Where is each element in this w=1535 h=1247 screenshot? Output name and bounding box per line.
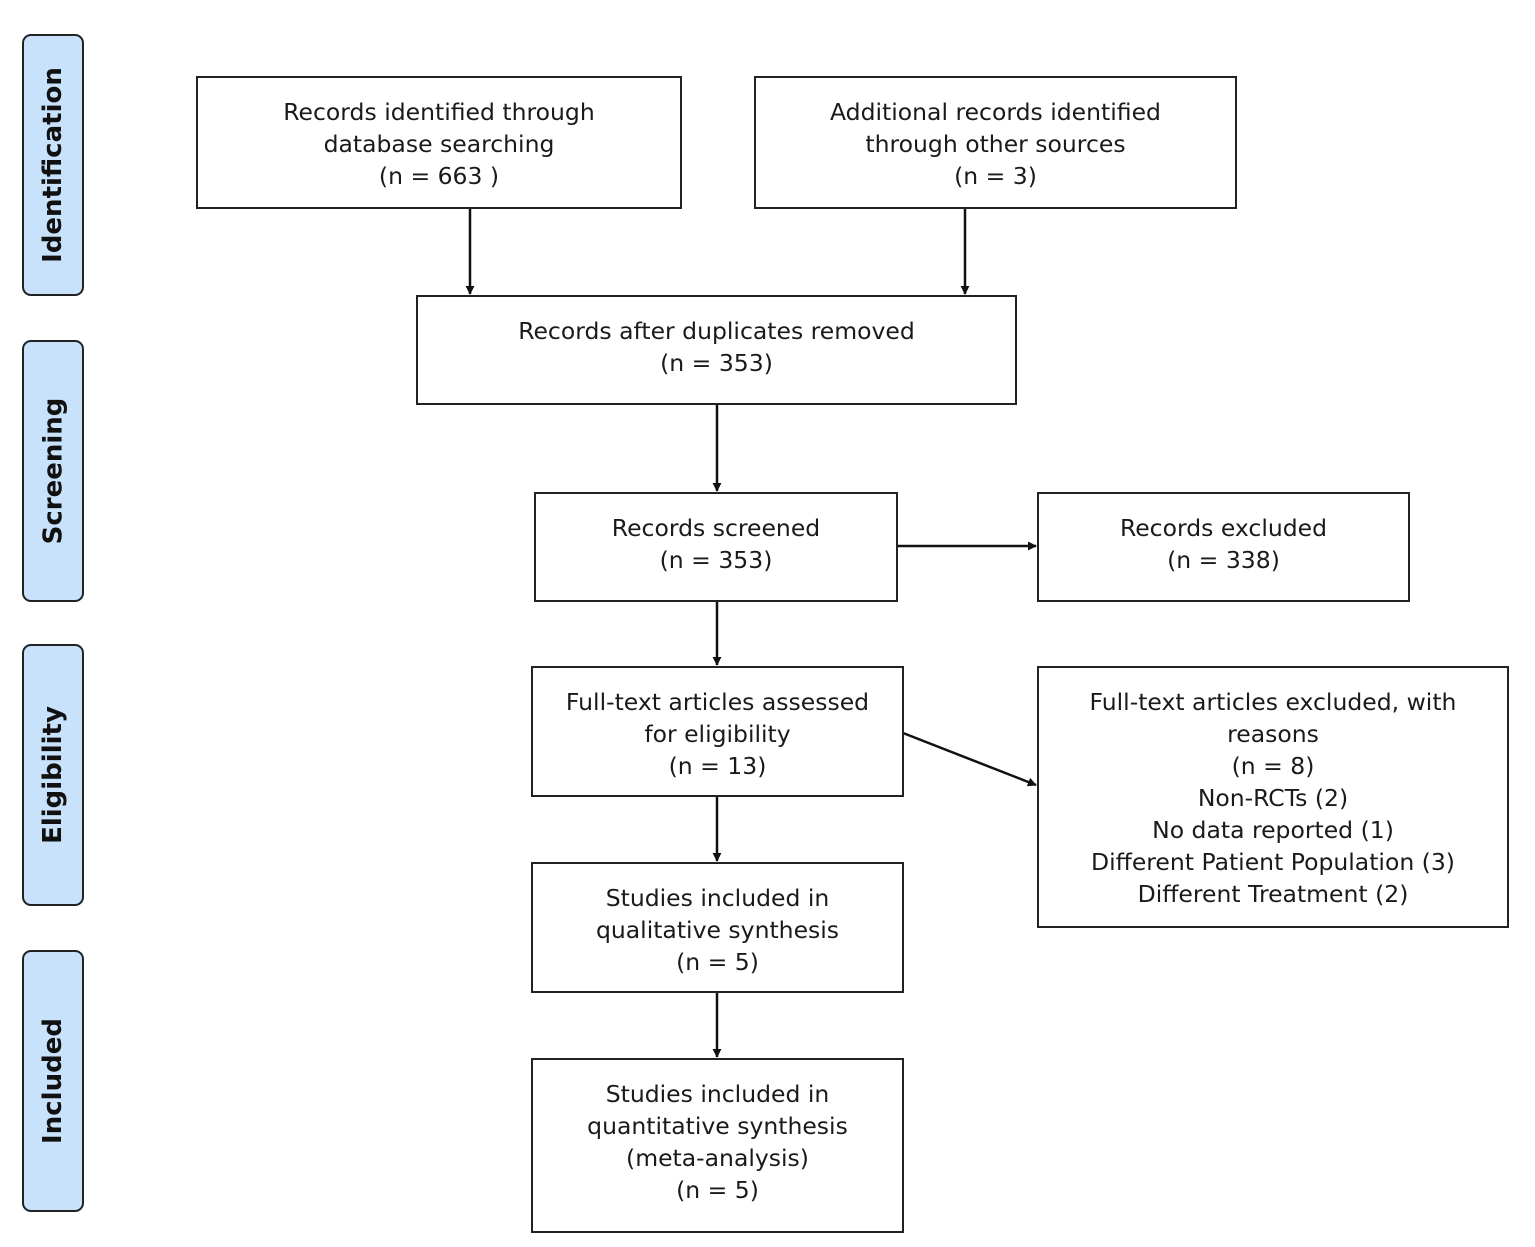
box-line: (n = 338) [1167,546,1280,574]
box-line: Records excluded [1119,514,1328,542]
stage-included: Included [22,950,84,1212]
box-records-screened: Records screened (n = 353) [534,492,898,602]
box-line: Studies included in [605,1080,830,1108]
box-line: Records after duplicates removed [518,317,915,345]
arrow-fulltext-to-excluded [902,731,1037,787]
box-line: quantitative synthesis [587,1112,848,1140]
box-duplicates-removed: Records after duplicates removed (n = 353… [416,295,1017,405]
box-line: qualitative synthesis [595,916,840,944]
box-fulltext-excluded: Full-text articles excluded, with reasons… [1037,666,1509,928]
box-line: (n = 353) [659,546,773,574]
box-line: Different Treatment (2) [1137,880,1409,908]
box-line: through other sources [865,130,1126,158]
box-line: Different Patient Population (3) [1091,848,1455,876]
box-line: (meta-analysis) [626,1144,809,1172]
box-line: (n = 3) [954,162,1037,190]
box-line: database searching [323,130,555,158]
box-line: reasons [1227,720,1319,748]
stage-eligibility: Eligibility [22,644,84,906]
box-database-search: Records identified through database searc… [196,76,682,209]
box-records-excluded: Records excluded (n = 338) [1037,492,1410,602]
box-quantitative-synthesis: Studies included in quantitative synthesi… [531,1058,904,1233]
box-line: Studies included in [605,884,830,912]
box-line: No data reported (1) [1152,816,1394,844]
box-line: Full-text articles assessed [565,688,870,716]
box-line: for eligibility [644,720,791,748]
box-line: (n = 663 ) [378,162,500,190]
stage-identification: Identification [22,34,84,296]
box-line: Non-RCTs (2) [1197,784,1349,812]
box-line: Records identified through [283,98,595,126]
stage-screening: Screening [22,340,84,602]
box-line: Additional records identified [830,98,1161,126]
box-line: (n = 5) [676,948,759,976]
box-qualitative-synthesis: Studies included in qualitative synthesis… [531,862,904,993]
box-line: (n = 13) [668,752,767,780]
box-line: (n = 353) [660,349,773,377]
box-line: (n = 8) [1231,752,1315,780]
box-other-sources: Additional records identified through oth… [754,76,1237,209]
box-fulltext-assessed: Full-text articles assessed for eligibili… [531,666,904,797]
box-line: (n = 5) [676,1176,759,1204]
box-line: Records screened [611,514,821,542]
box-line: Full-text articles excluded, with [1089,688,1457,716]
